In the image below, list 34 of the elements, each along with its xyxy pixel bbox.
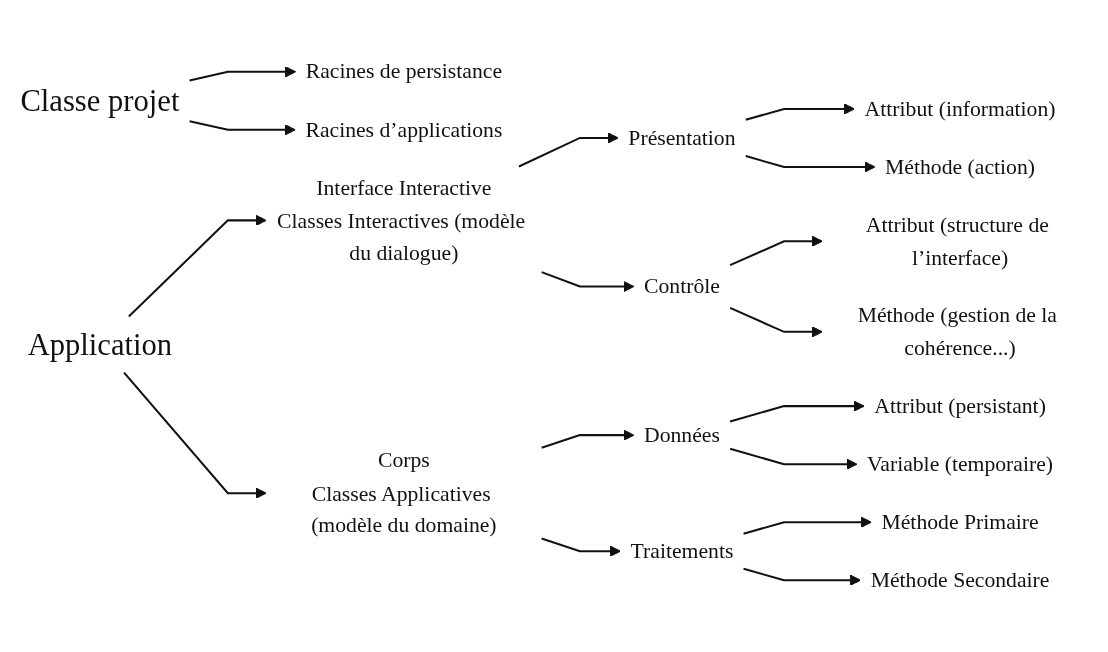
node-text: Présentation <box>628 125 736 150</box>
node-text: Racines de persistance <box>305 59 503 84</box>
arrow <box>189 120 296 136</box>
node-text: Attribut (information) <box>864 96 1056 121</box>
node-text: Racines d’applications <box>305 117 503 142</box>
arrow <box>541 537 621 557</box>
node-text: Méthode Primaire <box>881 509 1039 534</box>
node-text: Données <box>644 422 720 447</box>
node-text: Méthode (action) <box>885 154 1036 179</box>
arrow <box>745 103 855 121</box>
arrow <box>128 214 267 318</box>
node-text: Classe projet <box>20 84 180 118</box>
arrow <box>743 567 861 586</box>
node-text: Contrôle <box>644 274 720 299</box>
arrow <box>729 235 823 267</box>
arrow <box>541 271 635 293</box>
node-text: Traitements <box>630 538 734 563</box>
arrow <box>729 400 865 423</box>
arrow <box>745 155 876 173</box>
arrow <box>518 132 619 168</box>
arrow <box>729 306 823 338</box>
node-text: Méthode (gestion de la cohérence...) <box>857 303 1057 360</box>
arrow <box>743 516 872 535</box>
node-text: Interface Interactive Classes Interactives (modèle du dialogue) <box>277 175 526 265</box>
node-text: Variable (temporaire) <box>867 451 1054 476</box>
node-text: Corps Classes Applicatives (modèle du domaine) <box>311 448 497 538</box>
arrow <box>189 66 297 82</box>
arrow <box>123 371 267 499</box>
arrow <box>729 447 858 470</box>
arrow <box>541 429 635 449</box>
node-text: Attribut (structure de l’interface) <box>865 212 1049 270</box>
node-text: Application <box>27 327 173 362</box>
node-text: Méthode Secondaire <box>870 567 1050 593</box>
node-text: Attribut (persistant) <box>874 393 1046 418</box>
